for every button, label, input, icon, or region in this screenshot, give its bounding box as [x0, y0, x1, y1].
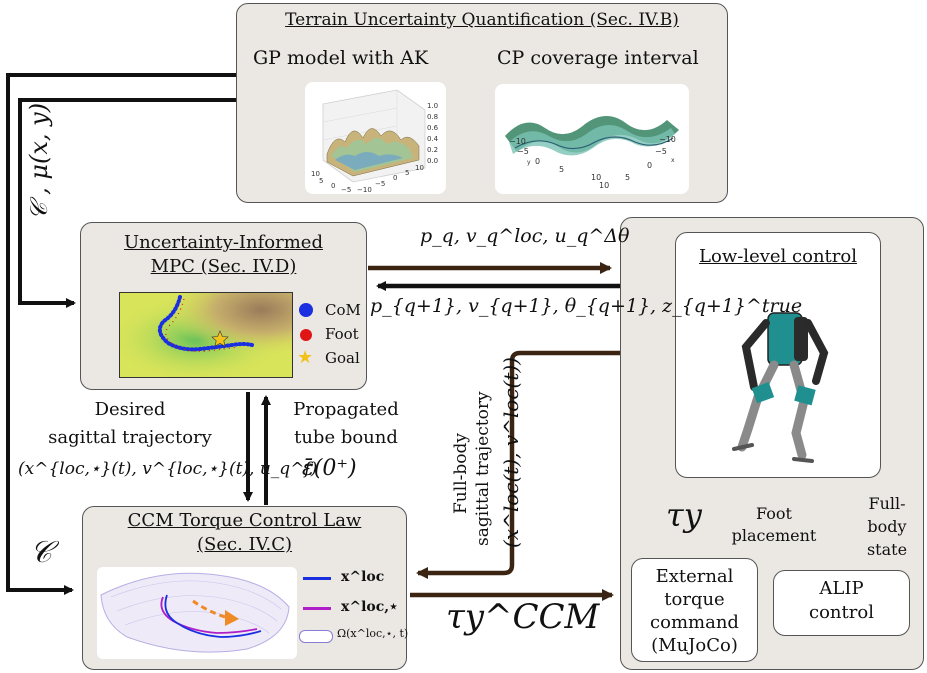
label-tau-y: τy: [666, 496, 702, 534]
foot-label: Foot: [325, 325, 359, 343]
cp-coverage-svg: −10 −5 0 5 10 10 5 0 −5 −10 y x: [505, 116, 679, 190]
ext-line-1: External: [655, 566, 734, 587]
label-desired-math: (x^{loc,⋆}(t), v^{loc,⋆}(t), u_q^f): [18, 459, 318, 479]
gp-tick-z4: 0.4: [427, 135, 439, 143]
ccm-title-2: (Sec. IV.C): [196, 534, 292, 555]
state-line-1: Full-: [868, 494, 906, 513]
mpc-title-1: Uncertainty-Informed: [124, 232, 323, 253]
gp-label: GP model with AK: [253, 47, 429, 69]
arrow-low-to-ccm: [416, 350, 620, 579]
label-from-low: p_{q+1}, v_{q+1}, θ_{q+1}, z_{q+1}^true: [370, 295, 803, 317]
gp-tick-y1: 10: [311, 170, 320, 178]
label-c-outer: 𝒞: [30, 535, 52, 570]
mpc-title-2: MPC (Sec. IV.D): [150, 256, 297, 277]
cp-tick-x1: 10: [599, 181, 609, 190]
label-fb-math: (x^loc(t), v^loc(t)): [499, 357, 523, 548]
ext-line-2: torque: [664, 589, 725, 610]
ext-line-4: (MuJoCo): [651, 635, 738, 656]
cp-tick-y3: 0: [535, 157, 540, 166]
terrain-title: Terrain Uncertainty Quantification (Sec.…: [285, 10, 679, 30]
label-prop-math: ε̄(0⁺): [302, 456, 357, 481]
foot-placement-2: placement: [731, 526, 817, 545]
state-line-2: body: [867, 517, 907, 536]
gp-tick-z3: 0.6: [427, 124, 439, 132]
alip-line-2: control: [809, 602, 874, 623]
cp-tick-x2: 5: [625, 173, 630, 182]
gp-tick-z2: 0.8: [427, 113, 438, 121]
arrow-terrain-to-mpc: [18, 98, 236, 308]
label-desired-2: sagittal trajectory: [48, 427, 212, 448]
gp-tick-x4: 10: [415, 164, 424, 172]
label-prop-2: tube bound: [294, 427, 398, 448]
goal-label: Goal: [325, 349, 360, 367]
gp-tick-y2: 5: [319, 177, 323, 185]
ccm-legend-actual-line: [303, 577, 331, 580]
foot-placement-1: Foot: [756, 504, 792, 523]
cp-tick-y5: 10: [591, 173, 601, 182]
robot-illustration: [732, 312, 829, 463]
gp-tick-x2: 0: [393, 174, 397, 182]
arrow-terrain-to-ccm: [6, 73, 236, 595]
gp-tick-x3: 5: [405, 169, 409, 177]
cp-axis-y: y: [527, 159, 531, 166]
goal-marker: ★: [297, 347, 314, 368]
cp-coverage-plot: −10 −5 0 5 10 10 5 0 −5 −10 y x: [495, 84, 689, 194]
lowlevel-title: Low-level control: [699, 246, 857, 267]
terrain-uq-box: Terrain Uncertainty Quantification (Sec.…: [236, 3, 728, 203]
lowlevel-robot-panel: Low-level control: [675, 232, 881, 478]
cp-axis-x: x: [671, 157, 675, 164]
ccm-tube-plot: [97, 567, 297, 659]
gp-surface-svg: 1.0 0.8 0.6 0.4 0.2 0.0 10 5 0 −5 −10 −5…: [311, 89, 439, 194]
gp-tick-z5: 0.2: [427, 146, 438, 154]
lowlevel-outer-box: Low-level control External torque comman…: [620, 217, 924, 670]
cp-tick-x5: −10: [659, 135, 676, 144]
label-prop-1: Propagated: [293, 399, 399, 420]
label-fb-2: sagittal trajectory: [473, 391, 493, 546]
gp-tick-z6: 0.0: [427, 157, 438, 165]
label-desired-1: Desired: [94, 399, 166, 420]
cp-tick-y4: 5: [559, 165, 564, 174]
label-tau-ccm: τy^CCM: [446, 597, 600, 637]
gp-tick-y3: 0: [331, 182, 335, 190]
com-marker: [299, 303, 313, 317]
ccm-tube-svg: [100, 572, 290, 653]
cp-tick-y2: −5: [517, 147, 529, 156]
ccm-legend-ref-line: [303, 607, 331, 610]
mpc-box: Uncertainty-Informed MPC (Sec. IV.D): [80, 222, 367, 390]
ccm-legend-tube-label: Ω(x^loc,⋆, t): [337, 627, 409, 640]
label-fb-1: Full-body: [451, 433, 471, 514]
mpc-map-svg: [120, 293, 292, 377]
cp-tick-x3: 0: [647, 161, 652, 170]
label-c-mu: 𝒞 , μ(x, y): [25, 102, 53, 220]
gp-surface-plot: 1.0 0.8 0.6 0.4 0.2 0.0 10 5 0 −5 −10 −5…: [305, 82, 446, 194]
ccm-legend-tube-swatch: [299, 630, 333, 643]
cp-label: CP coverage interval: [497, 47, 699, 69]
com-label: CoM: [325, 301, 361, 319]
label-to-low: p_q, v_q^loc, u_q^Δθ: [420, 225, 630, 247]
state-line-3: state: [866, 540, 908, 559]
ccm-title-1: CCM Torque Control Law: [127, 510, 362, 531]
ccm-legend-ref-label: x^loc,⋆: [341, 599, 398, 615]
mpc-map: [119, 292, 293, 378]
gp-tick-y5: −10: [357, 186, 372, 194]
alip-line-1: ALIP: [819, 578, 864, 599]
ccm-legend-actual-label: x^loc: [341, 569, 385, 585]
gp-tick-x1: −5: [375, 180, 385, 188]
alip-control-box: ALIP control: [773, 570, 910, 636]
gp-tick-z1: 1.0: [427, 102, 438, 110]
gp-tick-y4: −5: [341, 186, 351, 194]
cp-tick-y1: −10: [509, 137, 526, 146]
ext-line-3: command: [650, 612, 739, 633]
external-torque-box: External torque command (MuJoCo): [631, 558, 758, 662]
gp-ticks: 1.0 0.8 0.6 0.4 0.2 0.0 10 5 0 −5 −10 −5…: [311, 102, 439, 194]
foot-marker: [300, 329, 312, 341]
cp-tick-x4: −5: [655, 147, 667, 156]
ccm-box: CCM Torque Control Law (Sec. IV.C) x^loc…: [82, 506, 409, 670]
cp-ticks: −10 −5 0 5 10 10 5 0 −5 −10 y x: [509, 135, 676, 190]
